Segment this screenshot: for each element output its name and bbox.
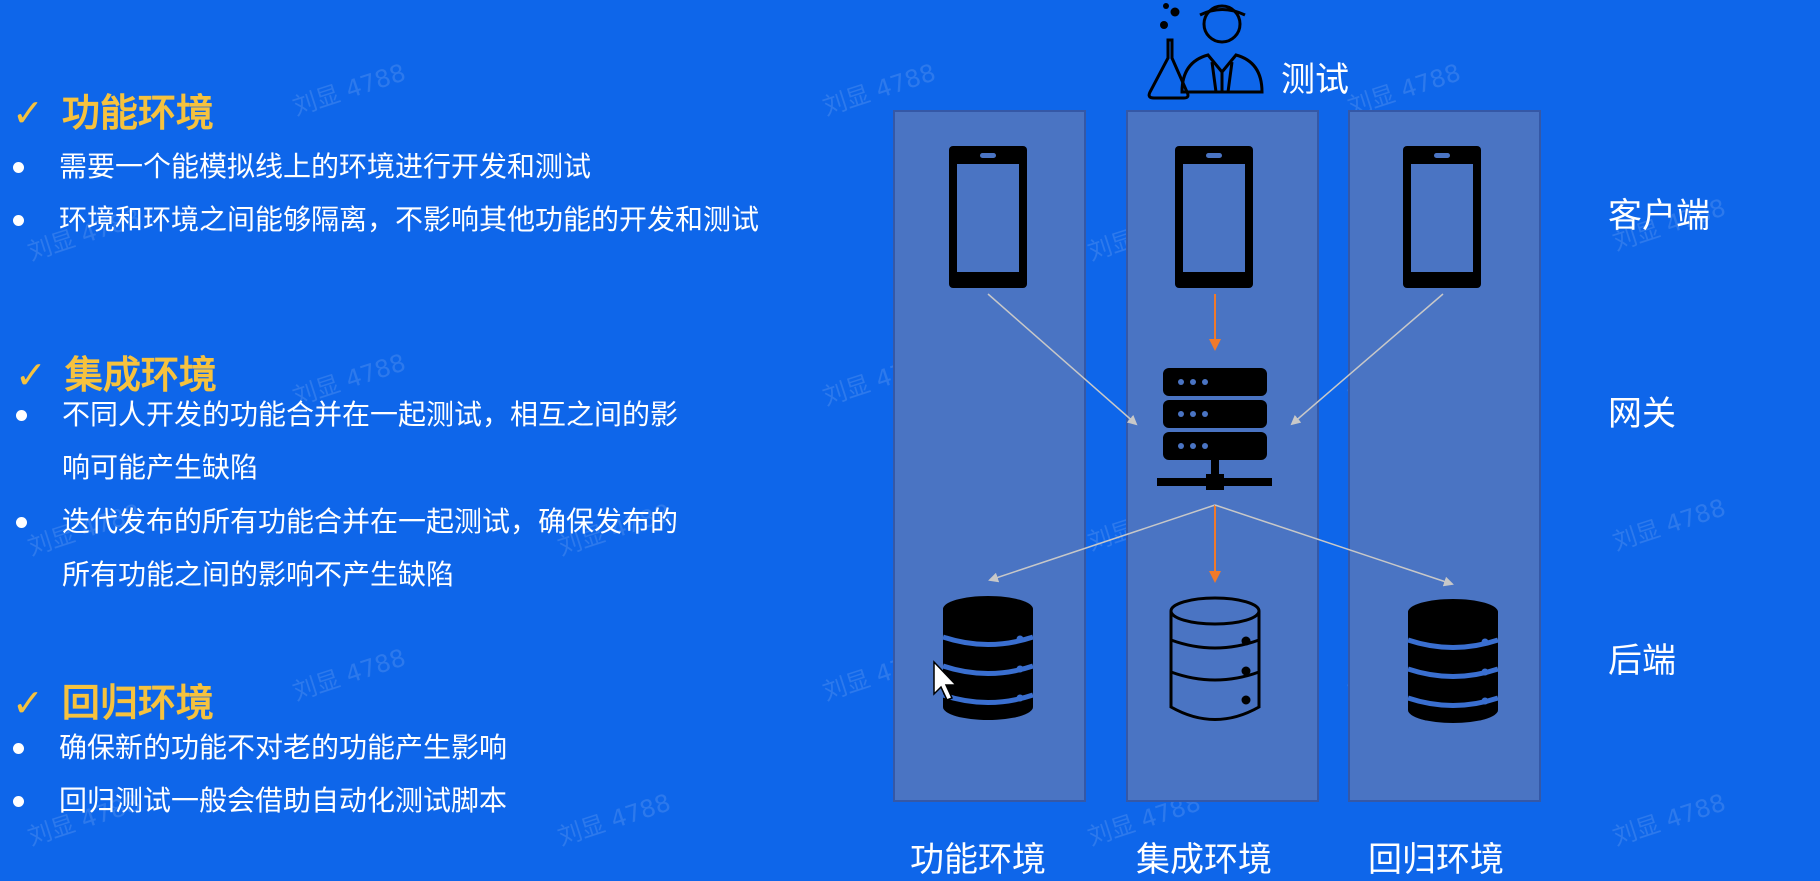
- column-label-integration: 集成环境: [1136, 840, 1272, 880]
- check-icon: ✓: [15, 353, 47, 397]
- bullet-dot: [13, 743, 24, 754]
- arrow-client-to-gateway: [1290, 293, 1444, 426]
- bullet-text: 环境和环境之间能够隔离，不影响其他功能的开发和测试: [59, 203, 760, 236]
- bullet-dot: [13, 796, 24, 807]
- bullet-dot: [13, 215, 24, 226]
- column-label-regression: 回归环境: [1368, 840, 1504, 880]
- client-phone-icon: [949, 146, 1027, 288]
- section-title-text: 功能环境: [61, 91, 214, 135]
- bullet-text: 不同人开发的功能合并在一起测试，相互之间的影: [62, 398, 679, 431]
- client-phone-icon: [1403, 146, 1481, 288]
- bullet-text: 确保新的功能不对老的功能产生影响: [59, 731, 508, 764]
- client-phone-icon: [1175, 146, 1253, 288]
- arrow-gateway-to-backend: [988, 504, 1216, 583]
- tester-scientist-icon: [1147, 3, 1264, 100]
- mouse-cursor-icon: [933, 660, 958, 701]
- section-title-text: 集成环境: [64, 353, 217, 397]
- section-title-text: 回归环境: [61, 681, 214, 725]
- layer-label-backend: 后端: [1608, 641, 1676, 681]
- bullet-text: 需要一个能模拟线上的环境进行开发和测试: [59, 150, 592, 183]
- backend-database-icon: [1407, 599, 1499, 723]
- bullet-dot: [16, 517, 27, 528]
- section-title-functional: ✓ 功能环境: [12, 82, 214, 137]
- section-title-regression: ✓ 回归环境: [12, 672, 214, 727]
- check-icon: ✓: [12, 91, 44, 135]
- bullet-dot: [16, 410, 27, 421]
- bullet-text: 回归测试一般会借助自动化测试脚本: [59, 784, 508, 817]
- backend-database-icon: [1169, 596, 1261, 721]
- check-icon: ✓: [12, 681, 44, 725]
- bullet-dot: [13, 162, 24, 173]
- arrow-gateway-to-backend: [1214, 504, 1454, 587]
- gateway-server-icon: [1157, 368, 1272, 490]
- arrow-client-to-gateway: [987, 293, 1138, 426]
- tester-label: 测试: [1281, 60, 1349, 100]
- bullet-text: 所有功能之间的影响不产生缺陷: [62, 558, 455, 591]
- section-title-integration: ✓ 集成环境: [15, 344, 217, 399]
- backend-database-icon: [942, 596, 1034, 720]
- layer-label-gateway: 网关: [1608, 394, 1676, 434]
- bullet-text: 响可能产生缺陷: [62, 451, 259, 484]
- bullet-text: 迭代发布的所有功能合并在一起测试，确保发布的: [62, 505, 679, 538]
- column-label-functional: 功能环境: [910, 840, 1046, 880]
- layer-label-client: 客户端: [1608, 196, 1710, 236]
